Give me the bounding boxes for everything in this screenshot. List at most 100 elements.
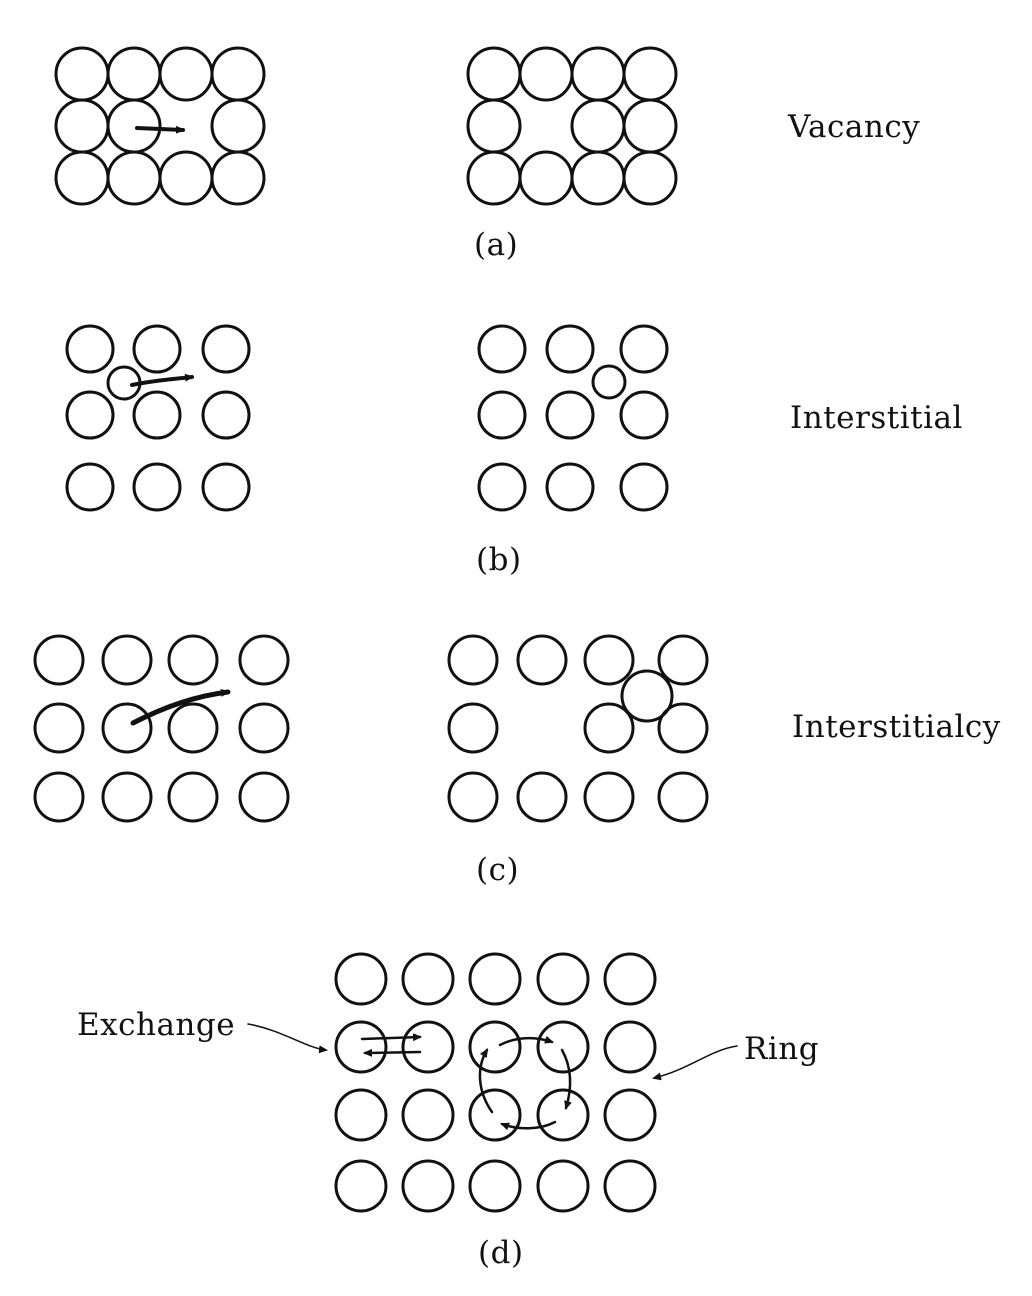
interstitial-label: Interstitial [790,400,963,436]
interstitial-before-atom [132,324,182,374]
vacancy-after-atom [518,46,574,102]
vacancy-jump-arrow [135,125,185,134]
interstitial-after-atom [619,324,669,374]
interstitial-after-atom [477,462,527,512]
caption-d: (d) [478,1235,524,1271]
exchange-arrow-left [363,1048,422,1057]
interstitialcy-after-atom [447,702,499,754]
vacancy-after-atom [622,46,678,102]
exchange-ring-atom [536,1088,590,1142]
interstitialcy-before-atom [33,634,85,686]
vacancy-after-atom [622,98,678,154]
vacancy-before-atom [210,46,266,102]
vacancy-before-atom [106,46,162,102]
vacancy-after-atom [622,150,678,206]
vacancy-before-atom [158,150,214,206]
ring-arrow-left [478,1048,494,1114]
interstitialcy-before-atom [101,634,153,686]
caption-a: (a) [474,227,519,263]
interstitialcy-after-atom [516,634,568,686]
interstitialcy-before-atom [101,771,153,823]
interstitial-before-atom [65,462,115,512]
exchange-pointer-arrow [247,1023,328,1054]
interstitialcy-after-atom [447,771,499,823]
vacancy-after-atom [570,98,626,154]
vacancy-label: Vacancy [788,109,921,145]
interstitialcy-after-atom [447,634,499,686]
interstitial-atom-after [591,364,627,400]
interstitial-after-atom [619,390,669,440]
ring-arrow-bottom [500,1120,557,1131]
interstitialcy-before-atom [167,771,219,823]
exchange-ring-atom [536,1020,590,1074]
interstitial-before-atom [65,390,115,440]
vacancy-before-atom [210,98,266,154]
interstitialcy-after-atom [657,634,709,686]
interstitialcy-before-atom [167,702,219,754]
interstitial-after-atom [477,390,527,440]
interstitial-before-atom [201,462,251,512]
interstitialcy-before-atom [33,702,85,754]
interstitialcy-after-atom [583,634,635,686]
interstitialcy-after-atom [657,702,709,754]
interstitialcy-before-atom [238,702,290,754]
vacancy-after-atom [466,150,522,206]
exchange-ring-atom [334,1088,388,1142]
exchange-ring-atom [468,952,522,1006]
interstitialcy-after-atom [657,771,709,823]
exchange-ring-atom [468,1020,522,1074]
interstitial-after-atom [619,462,669,512]
interstitialcy-after-atom [583,702,635,754]
interstitial-after-atom [545,390,595,440]
interstitial-after-atom [545,324,595,374]
interstitial-before-atom [201,390,251,440]
exchange-ring-atom [401,1088,455,1142]
interstitial-before-atom [65,324,115,374]
vacancy-after-atom [518,150,574,206]
vacancy-after-atom [570,46,626,102]
exchange-ring-atom [334,1159,388,1213]
interstitialcy-after-atom [516,771,568,823]
interstitialcy-before-atom [33,771,85,823]
ring-pointer-arrow [652,1045,738,1081]
vacancy-after-atom [570,150,626,206]
exchange-ring-atom [401,1159,455,1213]
vacancy-after-atom [466,46,522,102]
interstitialcy-after-atom [583,771,635,823]
vacancy-before-atom [54,46,110,102]
exchange-ring-atom [603,1159,657,1213]
interstitial-before-atom [132,390,182,440]
interstitial-after-atom [545,462,595,512]
exchange-ring-atom [603,1020,657,1074]
vacancy-after-atom [466,98,522,154]
caption-b: (b) [476,542,522,578]
exchange-ring-atom [468,1159,522,1213]
interstitialcy-jump-arrow [130,688,231,726]
migration-arrows [130,125,738,1131]
interstitialcy-before-atom [238,634,290,686]
exchange-ring-atom [536,1159,590,1213]
exchange-ring-atom [468,1088,522,1142]
vacancy-before-atom [210,150,266,206]
vacancy-before-atom [106,150,162,206]
vacancy-before-atom [158,46,214,102]
interstitialcy-before-atom [101,702,153,754]
atom-lattices [33,46,709,1213]
exchange-label: Exchange [77,1007,236,1043]
exchange-ring-atom [603,1088,657,1142]
vacancy-before-atom [106,98,162,154]
ring-arrow-top [498,1035,554,1047]
interstitial-before-atom [201,324,251,374]
interstitialcy-displaced-atom [620,669,674,723]
vacancy-before-atom [54,98,110,154]
exchange-ring-atom [334,1020,388,1074]
caption-c: (c) [476,852,520,888]
exchange-ring-atom [401,952,455,1006]
exchange-arrow-right [360,1033,422,1042]
exchange-ring-atom [603,952,657,1006]
interstitial-jump-arrow [130,373,194,387]
ring-label: Ring [744,1031,820,1067]
exchange-ring-atom [401,1020,455,1074]
